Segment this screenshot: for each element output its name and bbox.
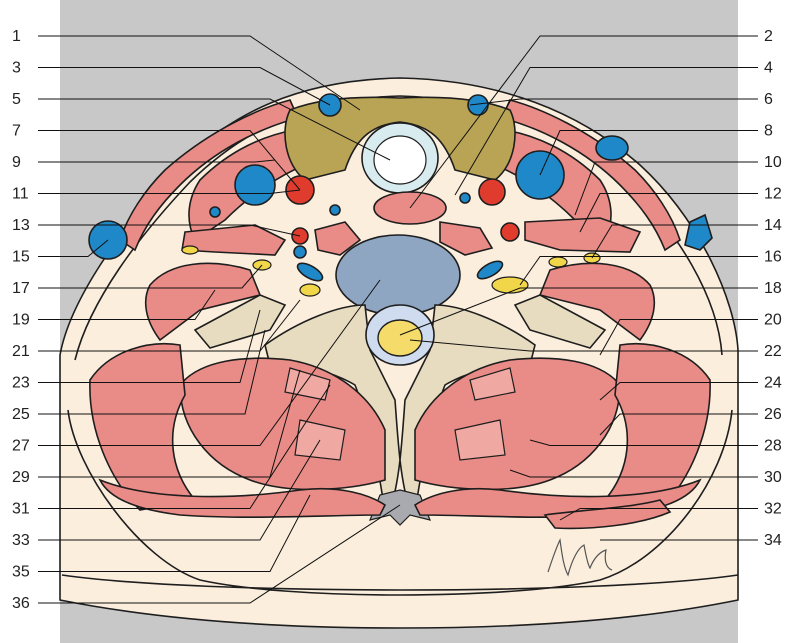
nerve-left-2 [182,246,198,254]
label-left-15: 15 [12,249,30,266]
label-right-24: 24 [764,375,782,392]
labels-right: 246810121416182022242628303234 [764,28,782,549]
label-left-23: 23 [12,375,30,392]
label-right-20: 20 [764,312,782,329]
internal-jugular-vein-left [235,165,275,205]
vertebral-body [336,235,460,315]
label-right-32: 32 [764,501,782,518]
label-right-22: 22 [764,343,782,360]
label-left-11: 11 [12,186,29,203]
label-right-34: 34 [764,532,782,549]
label-right-28: 28 [764,438,782,455]
nerve-right-2 [549,257,567,267]
label-right-30: 30 [764,469,782,486]
label-left-33: 33 [12,532,30,549]
label-left-27: 27 [12,438,30,455]
label-right-10: 10 [764,154,782,171]
external-jugular-vein-right [596,136,628,160]
label-right-2: 2 [764,28,773,45]
label-left-25: 25 [12,406,30,423]
label-left-3: 3 [12,60,21,77]
label-left-29: 29 [12,469,30,486]
spinal-cord [378,320,422,356]
label-left-13: 13 [12,217,30,234]
label-right-16: 16 [764,249,782,266]
label-right-14: 14 [764,217,782,234]
small-vein-4 [294,246,306,258]
label-left-35: 35 [12,564,30,581]
label-right-26: 26 [764,406,782,423]
label-left-19: 19 [12,312,30,329]
label-left-1: 1 [12,28,21,45]
small-vein-3 [460,193,470,203]
label-right-4: 4 [764,60,773,77]
trachea-lumen [374,136,426,184]
label-right-6: 6 [764,91,773,108]
small-vein-2 [330,205,340,215]
nerve-left-3 [300,284,320,296]
vertebral-artery-right [501,223,519,241]
label-right-12: 12 [764,186,782,203]
common-carotid-right [479,179,505,205]
label-left-7: 7 [12,123,21,140]
label-left-17: 17 [12,280,30,297]
label-left-31: 31 [12,501,30,518]
label-right-8: 8 [764,123,773,140]
label-left-5: 5 [12,91,21,108]
label-left-9: 9 [12,154,21,171]
label-left-36: 36 [12,595,30,612]
label-right-18: 18 [764,280,782,297]
small-vein-1 [210,207,220,217]
brachial-plexus-right [492,277,528,293]
label-left-21: 21 [12,343,30,360]
